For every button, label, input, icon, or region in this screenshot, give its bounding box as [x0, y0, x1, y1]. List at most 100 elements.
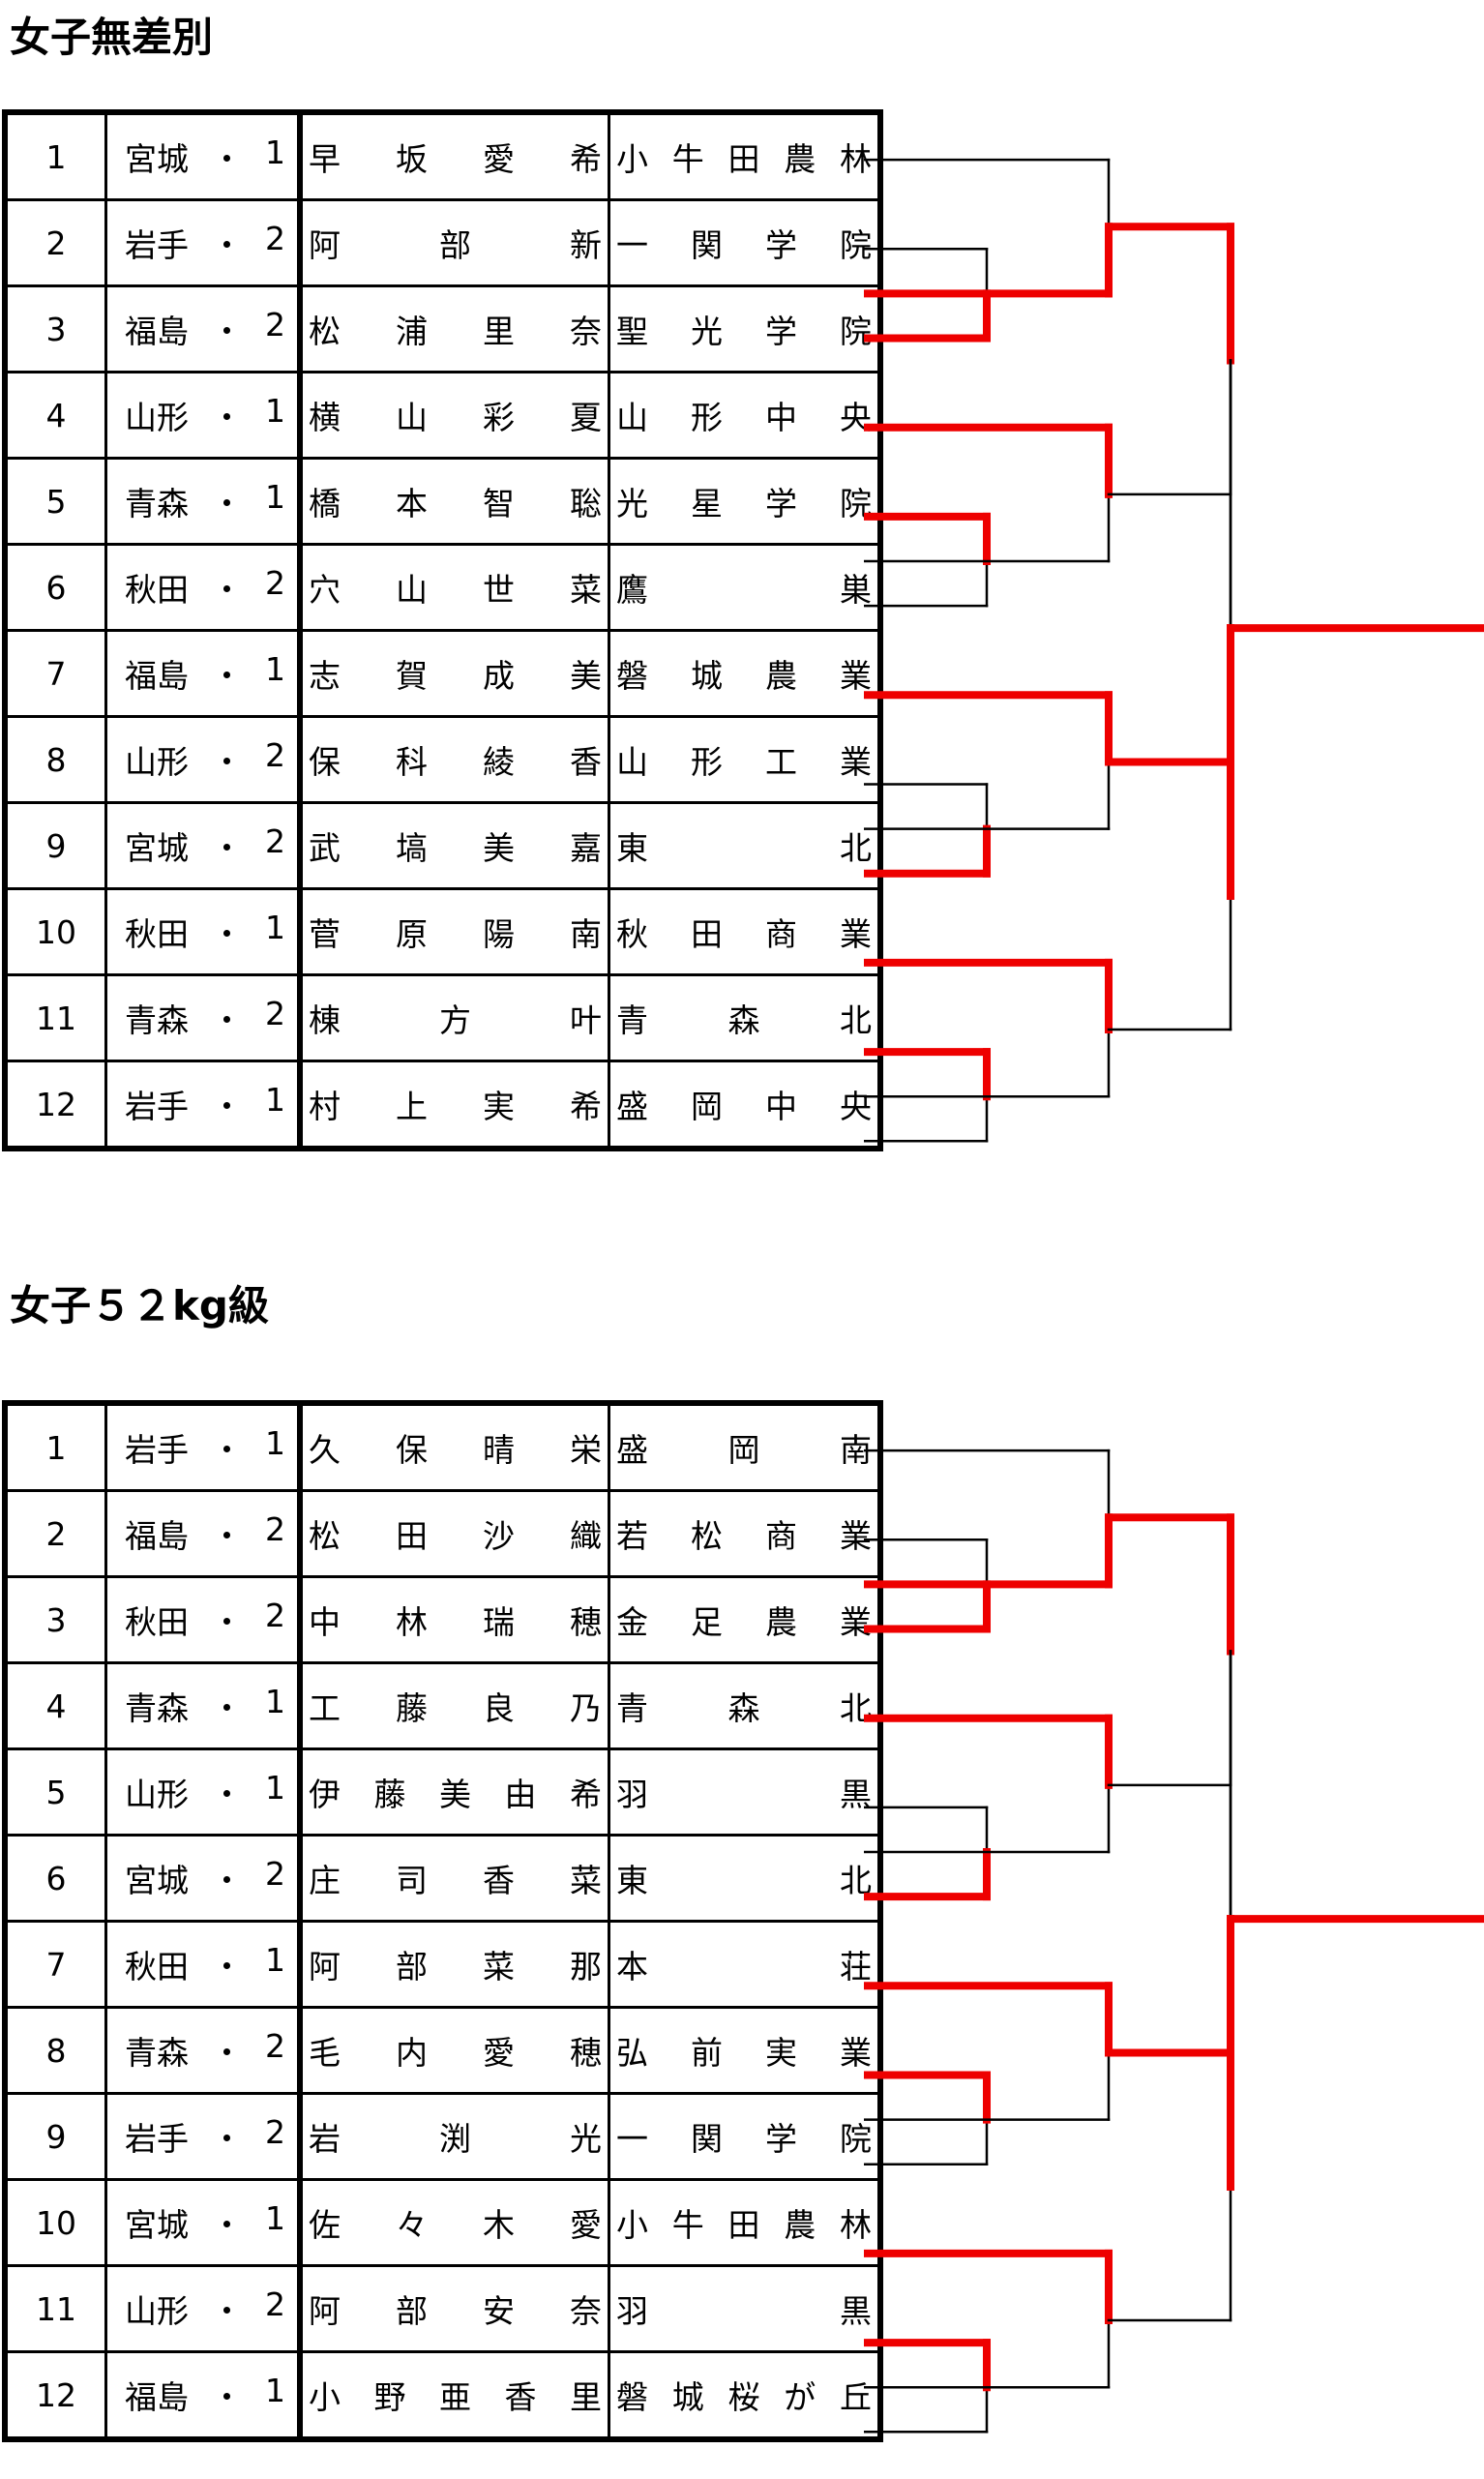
seed-number: 6	[3, 1834, 107, 1923]
school-name: 若松商業	[608, 1489, 882, 1578]
school-name-char: 山	[616, 399, 648, 436]
prefecture-grade: 岩手・1	[104, 1060, 303, 1150]
athlete-name-char: 棟	[309, 1001, 341, 1039]
athlete-name-char: 横	[309, 399, 341, 436]
athlete-name-char: 橋	[309, 485, 341, 523]
school-name-text: 小牛田農林	[611, 134, 877, 180]
school-name-char: 磐	[616, 2378, 648, 2416]
seed-number: 12	[3, 2350, 107, 2441]
athlete-name-text: 岩渕光	[303, 2113, 607, 2160]
school-name-char: 一	[616, 2120, 648, 2158]
athlete-name-text: 小野亜香里	[303, 2372, 607, 2418]
separator-dot: ・	[211, 1603, 243, 1641]
athlete-name-char: 希	[570, 140, 602, 178]
school-name-char: 形	[691, 399, 723, 436]
athlete-name-text: 庄司香菜	[303, 1855, 607, 1901]
school-name-char: 盛	[616, 1088, 648, 1125]
grade: 2	[265, 220, 285, 257]
athlete-name-char: 小	[309, 2378, 341, 2416]
athlete-name-char: 山	[396, 399, 428, 436]
athlete-name-char: 美	[483, 829, 515, 867]
school-name-text: 青森北	[611, 1683, 877, 1729]
school-name-char: 院	[840, 226, 872, 264]
athlete-name-char: 織	[570, 1517, 602, 1555]
athlete-name-char: 菜	[570, 1862, 602, 1899]
prefecture: 宮城	[125, 829, 189, 867]
seed-number: 1	[3, 110, 107, 201]
school-name: 青森北	[608, 1661, 882, 1750]
athlete-name-char: 陽	[483, 915, 515, 953]
seed-number: 12	[3, 1060, 107, 1150]
school-name-char: 北	[840, 1001, 872, 1039]
athlete-name-char: 嘉	[570, 829, 602, 867]
athlete-name-text: 早坂愛希	[303, 134, 607, 180]
prefecture-grade: 青森・1	[104, 1661, 303, 1750]
athlete-name-char: 藤	[396, 1689, 428, 1727]
athlete-name: 阿部安奈	[298, 2264, 610, 2353]
separator-dot: ・	[211, 2120, 243, 2158]
athlete-name-char: 部	[396, 1948, 428, 1986]
athlete-name-char: 里	[483, 313, 515, 350]
school-name-char: 農	[784, 140, 816, 178]
prefecture: 福島	[125, 657, 189, 695]
school-name-char: 光	[691, 313, 723, 350]
grade: 2	[265, 1597, 285, 1634]
athlete-name-char: 那	[570, 1948, 602, 1986]
prefecture: 宮城	[125, 2206, 189, 2244]
athlete-name: 岩渕光	[298, 2092, 610, 2181]
seed-number: 7	[3, 629, 107, 718]
school-name-char: 光	[616, 485, 648, 523]
school-name-char: 実	[765, 2034, 797, 2072]
separator-dot: ・	[211, 743, 243, 781]
bracket-52kg	[864, 1449, 1484, 2434]
grade: 2	[265, 2113, 285, 2151]
separator-dot: ・	[211, 2292, 243, 2330]
prefecture-grade: 宮城・1	[104, 110, 303, 201]
athlete-name-text: 阿部菜那	[303, 1941, 607, 1987]
seed-number: 8	[3, 2006, 107, 2095]
school-name-text: 本荘	[611, 1941, 877, 1987]
school-name: 本荘	[608, 1920, 882, 2009]
prefecture-grade: 秋田・1	[104, 887, 303, 976]
athlete-name-char: 々	[396, 2206, 428, 2244]
prefecture: 山形	[125, 399, 189, 436]
seed-number: 9	[3, 2092, 107, 2181]
school-name: 鷹巣	[608, 543, 882, 632]
separator-dot: ・	[211, 1776, 243, 1813]
athlete-name-text: 菅原陽南	[303, 909, 607, 955]
separator-dot: ・	[211, 313, 243, 350]
athlete-name: 横山彩夏	[298, 371, 610, 460]
grade: 2	[265, 1510, 285, 1548]
athlete-name-char: 保	[396, 1431, 428, 1469]
athlete-name-char: 実	[483, 1088, 515, 1125]
athlete-name-char: 松	[309, 1517, 341, 1555]
prefecture-grade: 宮城・2	[104, 1834, 303, 1923]
athlete-name-text: 阿部安奈	[303, 2285, 607, 2332]
school-name-char: 田	[691, 915, 723, 953]
prefecture: 青森	[125, 485, 189, 523]
athlete-name-char: 菅	[309, 915, 341, 953]
school-name-text: 青森北	[611, 995, 877, 1041]
school-name-char: 業	[840, 743, 872, 781]
athlete-name-char: 穂	[570, 2034, 602, 2072]
prefecture: 秋田	[125, 1948, 189, 1986]
school-name-text: 東北	[611, 822, 877, 869]
prefecture-grade: 秋田・2	[104, 543, 303, 632]
athlete-name-char: 里	[570, 2378, 602, 2416]
athlete-name-char: 光	[570, 2120, 602, 2158]
prefecture-grade: 山形・1	[104, 1747, 303, 1837]
prefecture: 岩手	[125, 1088, 189, 1125]
separator-dot: ・	[211, 1948, 243, 1986]
athlete-name-text: 志賀成美	[303, 650, 607, 697]
school-name: 小牛田農林	[608, 110, 882, 201]
athlete-name-char: 野	[373, 2378, 406, 2416]
school-name-char: 商	[765, 915, 797, 953]
school-name-text: 山形工業	[611, 736, 877, 783]
grade: 1	[265, 1683, 285, 1720]
athlete-name-text: 村上実希	[303, 1081, 607, 1127]
school-name-char: 学	[765, 485, 797, 523]
